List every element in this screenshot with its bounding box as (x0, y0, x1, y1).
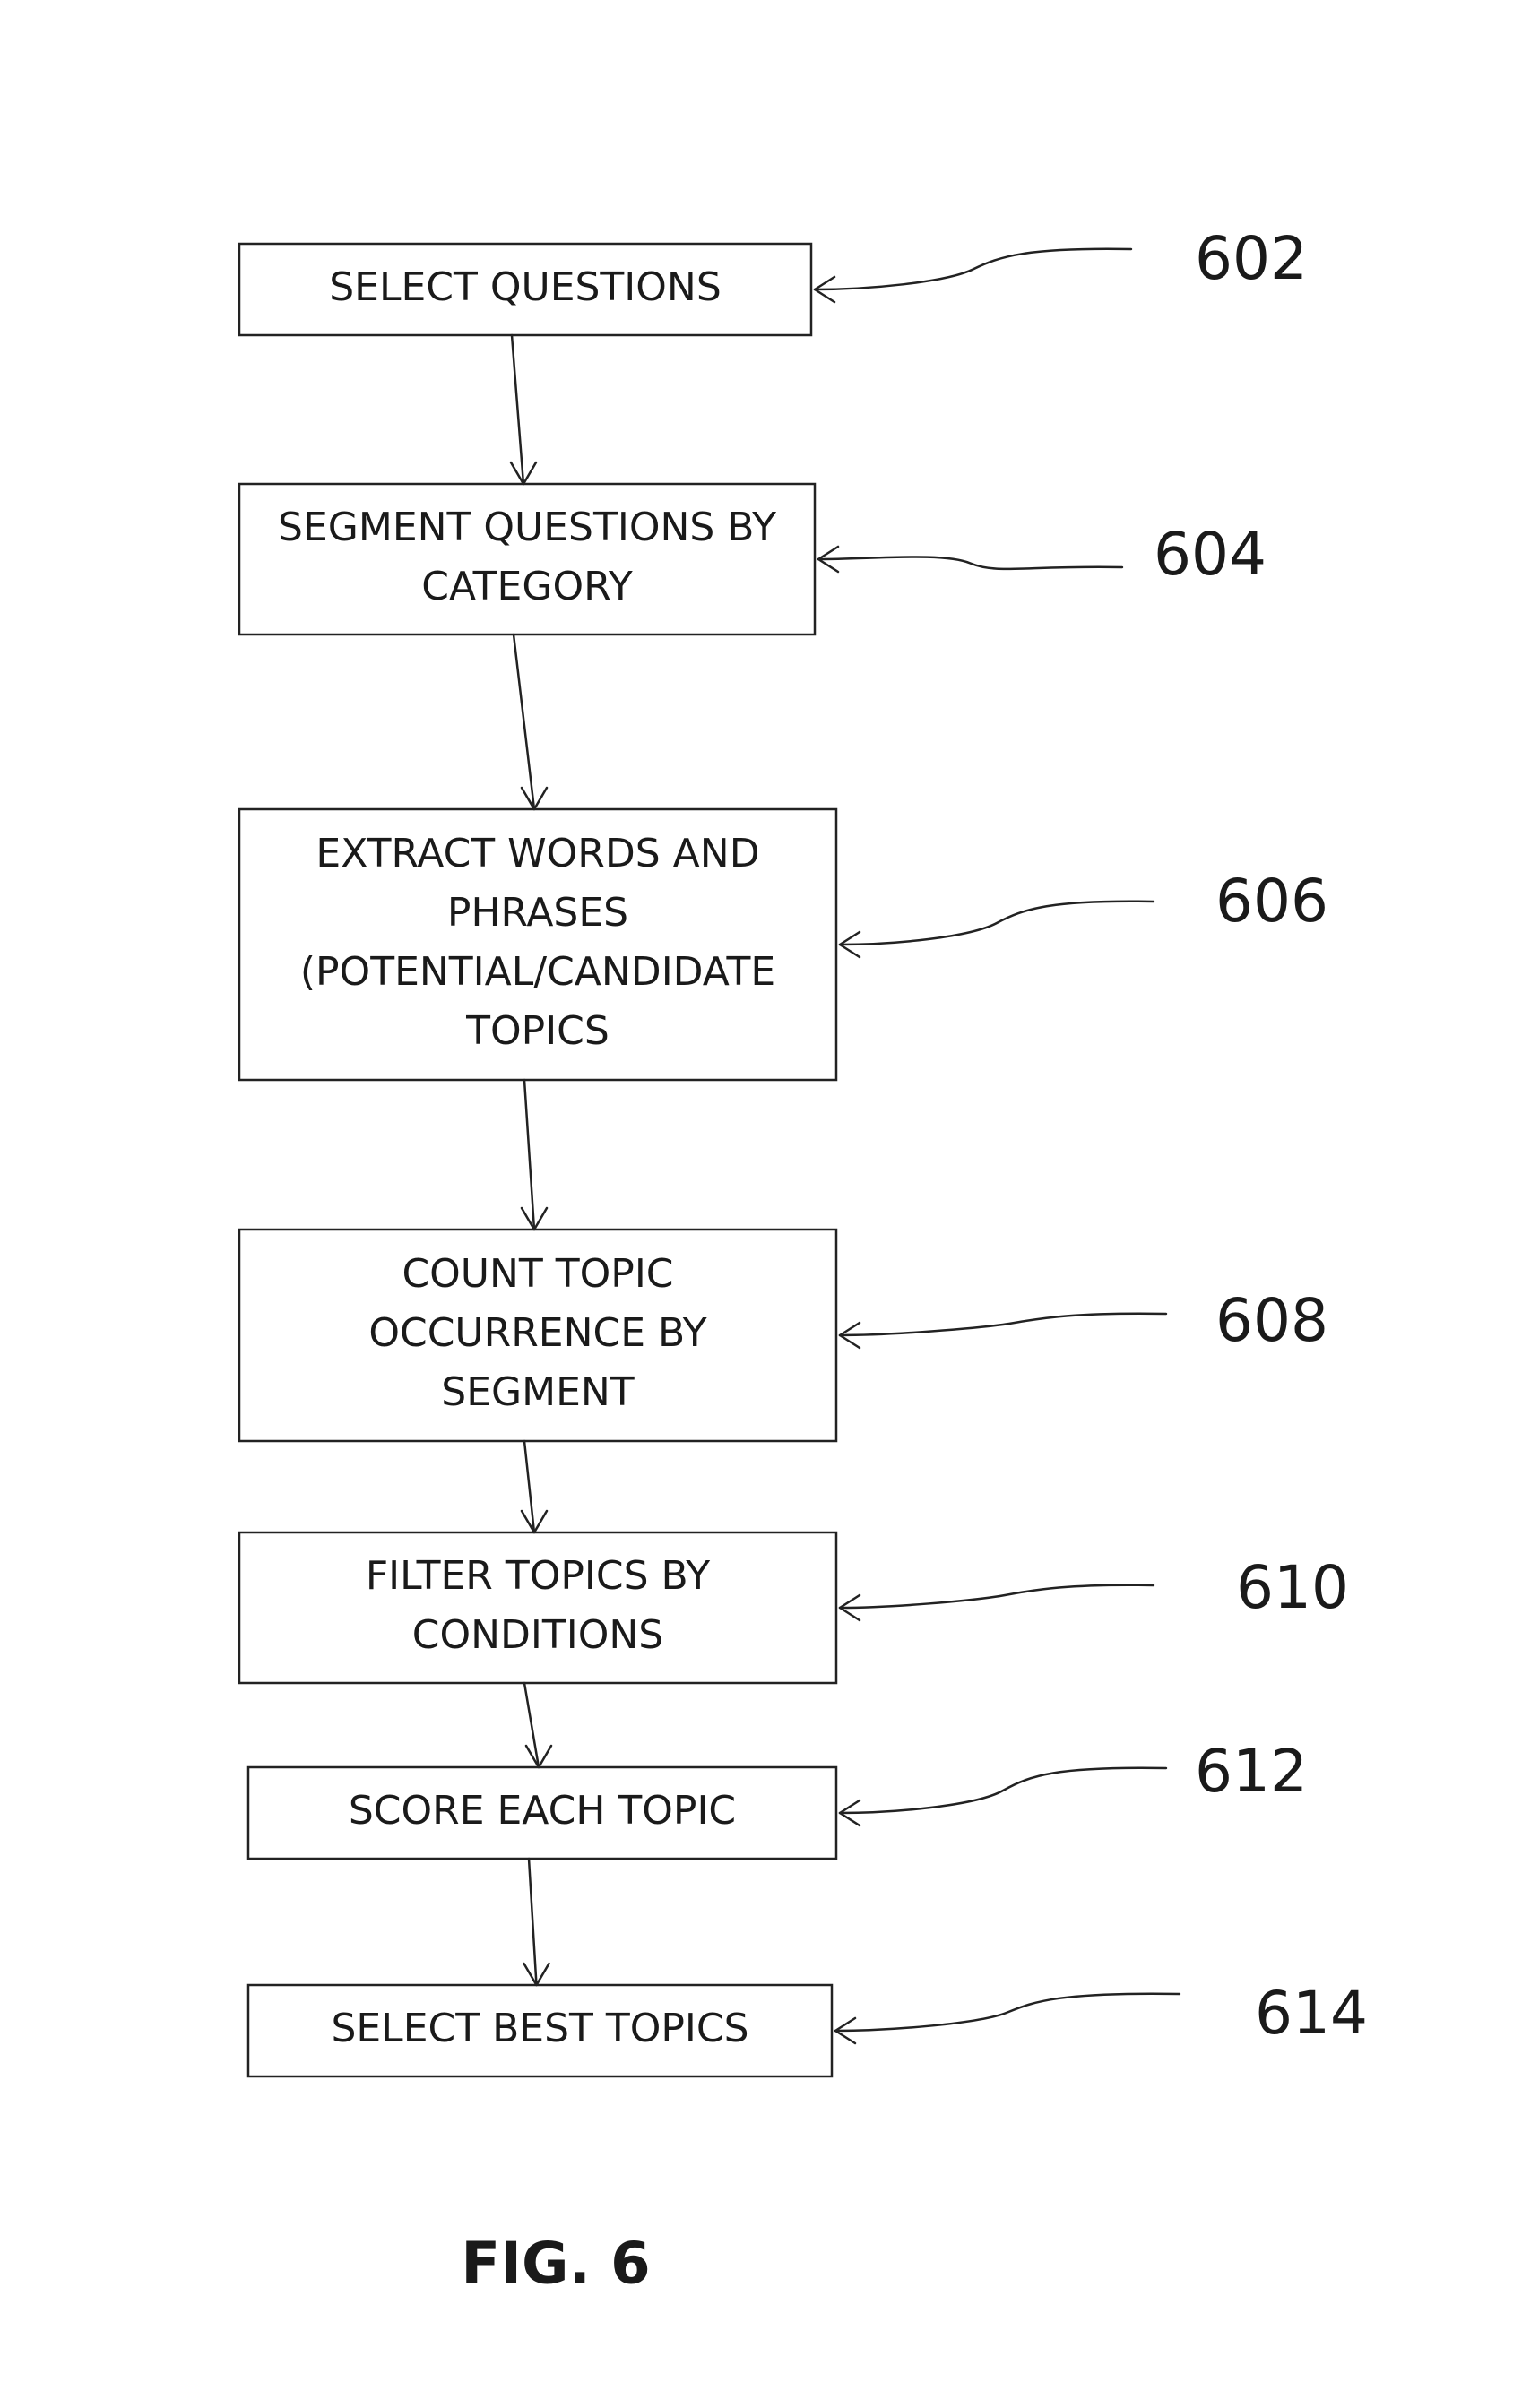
step-text-line: CATEGORY (421, 564, 633, 609)
flow-arrow (522, 1080, 547, 1230)
step-text-line: PHRASES (447, 890, 628, 936)
reference-numeral-606: 606 (1215, 867, 1328, 936)
step-text-line: TOPICS (465, 1008, 610, 1054)
flow-arrow (524, 1859, 549, 1985)
leader-arrow-602 (815, 249, 1131, 302)
leader-arrow-608 (840, 1314, 1166, 1348)
step-text-line: EXTRACT WORDS AND (316, 831, 759, 876)
step-box-612: SCORE EACH TOPIC (248, 1767, 836, 1859)
step-text-line: OCCURRENCE BY (368, 1310, 706, 1356)
reference-numeral-614: 614 (1255, 1979, 1368, 2048)
reference-numeral-612: 612 (1195, 1737, 1308, 1806)
flow-arrow (522, 1441, 547, 1532)
flow-arrow (514, 634, 547, 809)
reference-numeral-602: 602 (1195, 224, 1308, 293)
step-text-line: SCORE EACH TOPIC (349, 1788, 736, 1834)
step-text-line: SEGMENT (441, 1369, 635, 1415)
reference-numeral-608: 608 (1215, 1286, 1328, 1355)
step-box-610: FILTER TOPICS BY CONDITIONS (239, 1532, 836, 1683)
figure-label: FIG. 6 (461, 2231, 650, 2298)
leader-arrow-610 (840, 1585, 1154, 1620)
leader-arrow-604 (818, 547, 1122, 572)
reference-numeral-604: 604 (1154, 520, 1267, 589)
step-text-line: SELECT BEST TOPICS (331, 2006, 748, 2051)
reference-numeral-610: 610 (1236, 1553, 1349, 1622)
step-text-line: COUNT TOPIC (402, 1251, 673, 1297)
flow-arrow (511, 335, 536, 484)
flow-arrow (524, 1683, 551, 1767)
step-text-line: SELECT QUESTIONS (329, 264, 722, 310)
step-box-614: SELECT BEST TOPICS (248, 1985, 832, 2076)
step-box-606: EXTRACT WORDS AND PHRASES (POTENTIAL/CANDI… (239, 809, 836, 1080)
leader-arrow-612 (840, 1768, 1166, 1825)
leader-arrow-606 (840, 902, 1154, 957)
step-text-line: CONDITIONS (412, 1612, 663, 1658)
step-box-602: SELECT QUESTIONS (239, 244, 811, 335)
step-text-line: (POTENTIAL/CANDIDATE (300, 949, 775, 995)
step-box-604: SEGMENT QUESTIONS BY CATEGORY (239, 484, 815, 634)
step-box-608: COUNT TOPIC OCCURRENCE BY SEGMENT (239, 1230, 836, 1441)
step-text-line: SEGMENT QUESTIONS BY (278, 505, 776, 550)
step-text-line: FILTER TOPICS BY (366, 1553, 710, 1599)
leader-arrow-614 (835, 1994, 1180, 2043)
